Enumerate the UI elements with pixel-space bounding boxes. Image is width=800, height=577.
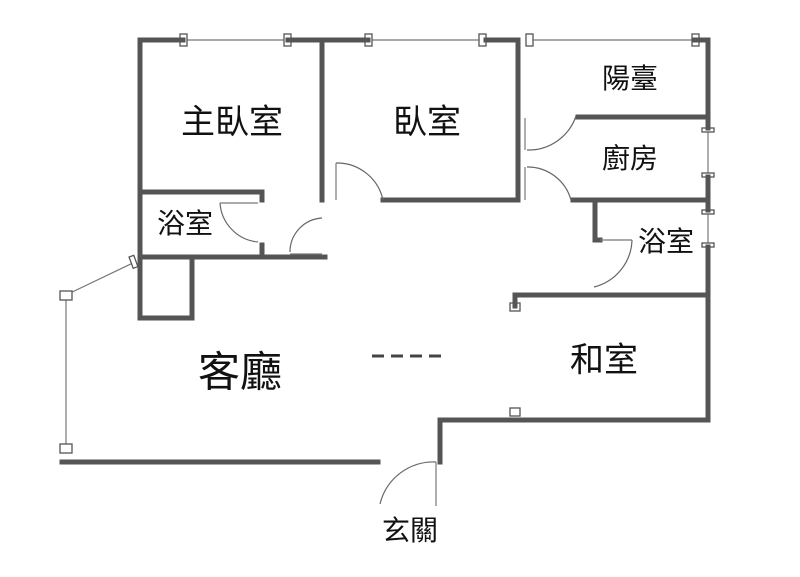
balcony-door[interactable] — [526, 115, 577, 151]
doors — [219, 115, 633, 506]
room-label-balcony: 陽臺 — [602, 62, 658, 95]
master-bedroom-door[interactable] — [289, 217, 323, 253]
room-label-japanese-room: 和室 — [570, 341, 638, 381]
bathroom-door[interactable] — [593, 239, 633, 288]
windows — [59, 33, 715, 454]
kitchen-door[interactable] — [526, 166, 572, 201]
bedroom-door[interactable] — [335, 162, 384, 201]
walls — [59, 37, 711, 465]
master-bath-door[interactable] — [219, 202, 259, 243]
room-label-kitchen: 廚房 — [602, 142, 658, 175]
room-label-bathroom: 浴室 — [638, 225, 694, 258]
room-label-master-bathroom: 浴室 — [157, 207, 213, 240]
room-label-master-bedroom: 主臥室 — [181, 103, 283, 143]
room-label-entrance: 玄關 — [382, 514, 438, 547]
entrance-door[interactable] — [379, 461, 437, 505]
room-label-living-room: 客廳 — [198, 348, 282, 397]
room-label-bedroom: 臥室 — [393, 103, 461, 143]
